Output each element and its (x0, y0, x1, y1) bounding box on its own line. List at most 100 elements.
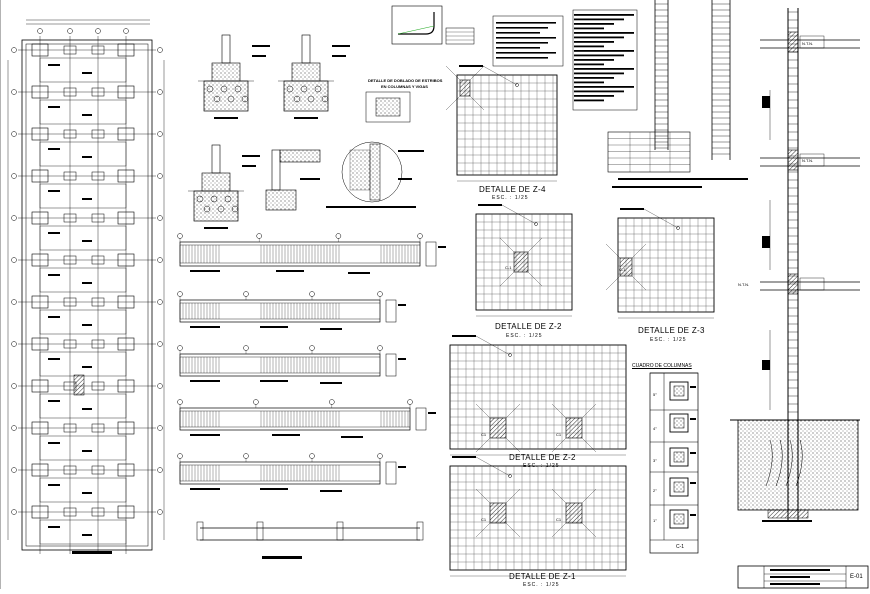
plan-axis-bubble (11, 131, 17, 137)
beam-axis-bubble (177, 345, 183, 351)
cuadro-footer: C-1 (676, 544, 685, 550)
cuadro-level-4: 4° (653, 426, 657, 431)
plan-axis-bubble (157, 341, 163, 347)
beam-axis-bubble (243, 453, 249, 459)
spec-line (574, 72, 624, 75)
grid-diagonal (551, 437, 567, 453)
doblado-title-2: EN COLUMNAS Y VIGAS (381, 84, 428, 89)
grid-diagonal (445, 95, 461, 111)
plan-footing (117, 211, 135, 225)
detail-z4-scale: ESC. : 1/25 (492, 195, 529, 201)
cuadro-title: CUADRO DE COLUMNAS (632, 363, 692, 369)
plan-footing (63, 129, 77, 139)
plan-footing (63, 171, 77, 181)
plan-axis-bubble (157, 131, 163, 137)
section-column (221, 34, 231, 64)
section-column (301, 34, 311, 64)
cuadro-level-1: 1° (653, 518, 657, 523)
plan-label-block (48, 190, 60, 192)
footing-section-b (278, 34, 350, 119)
plan-footing (31, 253, 49, 267)
cuadro-column-section (669, 477, 689, 497)
beam-note-block (348, 272, 370, 274)
grid-note-block (459, 65, 483, 67)
plan-footing (31, 379, 49, 393)
beam-elevation-4 (177, 399, 436, 438)
grid-diagonal (445, 65, 461, 81)
beam-axis-bubble (177, 233, 183, 239)
section-aggregate (231, 205, 239, 213)
plan-footing (117, 253, 135, 267)
plan-title-block (72, 551, 112, 554)
notes-box (492, 15, 564, 67)
beam-axis-bubble (377, 291, 383, 297)
beam-support (196, 521, 204, 541)
cuadro-spec-block (690, 452, 696, 454)
beam-note-block (320, 328, 342, 330)
plan-label-block (82, 324, 92, 326)
grid-diagonal (475, 403, 491, 419)
spec-line (574, 81, 604, 84)
grid-diagonal (527, 237, 543, 253)
stirrup-detail (365, 5, 475, 123)
rebar-table (607, 131, 691, 173)
detail-z1-scale: ESC. : 1/25 (523, 582, 560, 588)
plan-slab-panel (39, 519, 127, 545)
callout-title-block (326, 206, 416, 208)
spec-line (574, 63, 604, 66)
level-note-block (762, 96, 770, 108)
grid-diagonal (527, 271, 543, 287)
plan-footing (31, 463, 49, 477)
section-aggregate (321, 95, 329, 103)
grid-diagonal (469, 95, 485, 111)
footing-section-c (188, 144, 260, 229)
plan-footing (117, 295, 135, 309)
cuadro-spec-block (690, 482, 696, 484)
cuadro-spec-block (690, 418, 696, 420)
grid-leader-end (676, 226, 680, 230)
title-block-text (770, 569, 830, 571)
plan-slab-panel (39, 477, 127, 503)
beam-cross-section (385, 299, 397, 323)
plan-axis-bubble (157, 215, 163, 221)
beam-axis-bubble (417, 233, 423, 239)
detail-z3-scale: ESC. : 1/25 (650, 337, 687, 343)
callout-detail (326, 141, 424, 208)
column-label-z3: C-1 (619, 267, 626, 272)
plan-axis-bubble (157, 173, 163, 179)
grid-leader (482, 65, 518, 86)
grid-diagonal (605, 275, 621, 291)
column-section-detail (365, 91, 411, 123)
plan-slab-panel (39, 57, 127, 83)
grid-diagonal (475, 437, 491, 453)
detail-z4-grid (445, 65, 558, 182)
section-aggregate (293, 95, 301, 103)
beam-axis-bubble (243, 291, 249, 297)
column-node-level-3 (787, 273, 799, 295)
detail-z4-title: DETALLE DE Z-4 (479, 185, 546, 194)
beam-axis-bubble (377, 345, 383, 351)
spec-line (574, 95, 614, 97)
section-aggregate (300, 85, 308, 93)
title-block-text (770, 583, 820, 585)
cuadro-column-section (669, 381, 689, 401)
cuadro-column-core (673, 385, 685, 397)
foundation-note-block (762, 520, 812, 522)
plan-slab-panel (39, 267, 127, 293)
beam-elevation-2 (177, 291, 406, 330)
cuadro-spec-block (690, 386, 696, 388)
plan-footing (91, 45, 105, 55)
section-aggregate (234, 85, 242, 93)
spec-line (574, 54, 624, 57)
grid-column (513, 251, 529, 273)
plan-slab-panel (39, 141, 127, 167)
beam-cross-section (415, 407, 427, 431)
callout-fill (349, 149, 371, 191)
beam-outline (179, 407, 411, 431)
spec-line (574, 23, 614, 25)
beam-axis-bubble (309, 291, 315, 297)
plan-footing (31, 169, 49, 183)
section-note-block (332, 55, 346, 57)
beam-support (336, 521, 344, 541)
spec-line (574, 32, 634, 34)
